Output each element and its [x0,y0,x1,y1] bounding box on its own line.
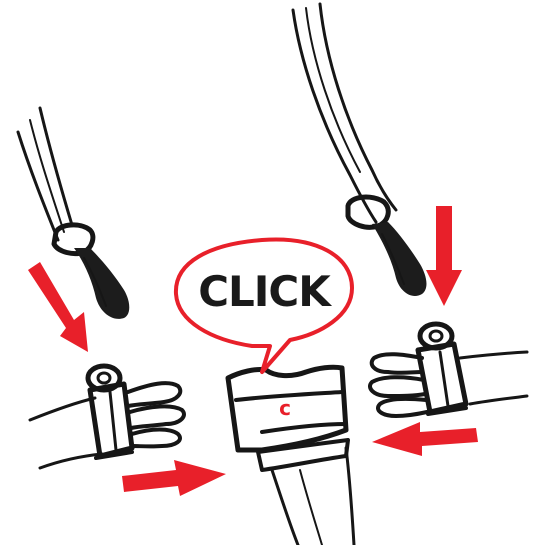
click-callout: CLICK [176,239,352,372]
left-shoulder-strap [18,108,129,319]
buckle-marker-c: c [279,396,291,420]
arrow-right-down [426,206,462,306]
callout-text: CLICK [198,267,332,316]
arrow-left-down [28,262,88,352]
arrow-left-buckle-right [122,460,226,496]
right-buckle-half [370,324,527,416]
arrow-right-buckle-left [372,422,478,456]
center-buckle-receiver: c [228,367,354,545]
left-buckle-half [30,366,184,468]
